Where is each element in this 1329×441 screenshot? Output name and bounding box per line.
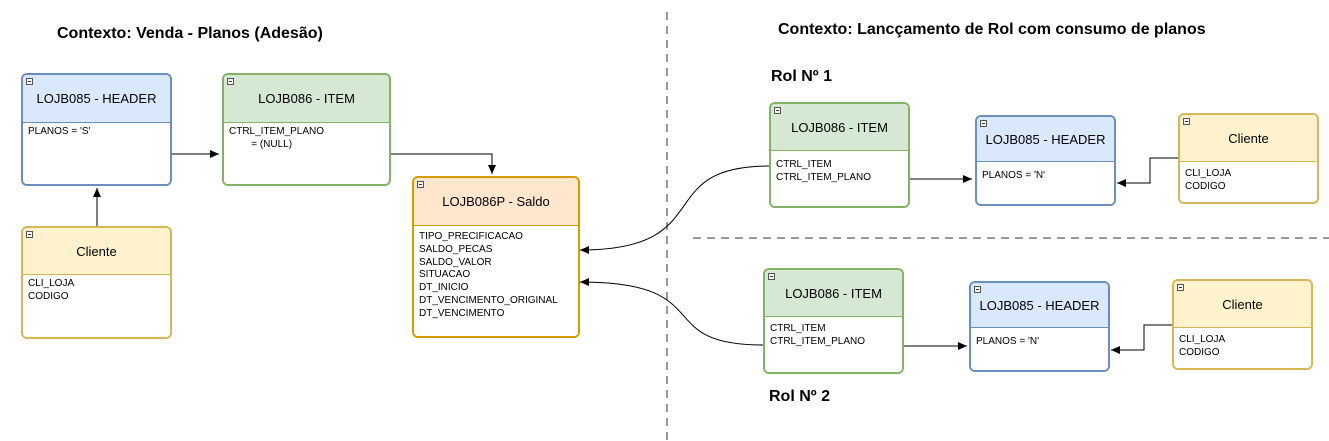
entity-title: LOJB086 - ITEM (791, 119, 888, 135)
entity-title: Cliente (76, 243, 117, 259)
entity-cliente-rol2[interactable]: Cliente CLI_LOJA CODIGO (1172, 279, 1313, 370)
entity-fields: PLANOS = 'N' (977, 162, 1114, 204)
entity-fields: CTRL_ITEM CTRL_ITEM_PLANO (765, 317, 902, 372)
entity-fields: PLANOS = 'S' (23, 123, 170, 184)
collapse-icon[interactable] (774, 107, 781, 114)
entity-header-venda[interactable]: LOJB085 - HEADER PLANOS = 'S' (21, 73, 172, 186)
collapse-icon[interactable] (417, 181, 424, 188)
entity-item-rol2[interactable]: LOJB086 - ITEM CTRL_ITEM CTRL_ITEM_PLANO (763, 268, 904, 374)
entity-fields: CTRL_ITEM_PLANO = (NULL) (224, 123, 389, 184)
entity-title: LOJB086P - Saldo (442, 194, 550, 209)
entity-title: LOJB086 - ITEM (258, 91, 355, 106)
entity-title: Cliente (1228, 130, 1269, 146)
rol2-label: Rol Nº 2 (769, 388, 830, 405)
entity-fields: TIPO_PRECIFICACAO SALDO_PECAS SALDO_VALO… (414, 226, 578, 336)
entity-item-venda[interactable]: LOJB086 - ITEM CTRL_ITEM_PLANO = (NULL) (222, 73, 391, 186)
entity-cliente-rol1[interactable]: Cliente CLI_LOJA CODIGO (1178, 113, 1319, 204)
edge-cliente-rol1-to-header (1117, 157, 1178, 187)
collapse-icon[interactable] (980, 120, 987, 127)
entity-title: LOJB085 - HEADER (985, 131, 1106, 147)
entity-title: LOJB085 - HEADER (36, 91, 157, 106)
entity-item-rol1[interactable]: LOJB086 - ITEM CTRL_ITEM CTRL_ITEM_PLANO (769, 102, 910, 208)
collapse-icon[interactable] (26, 231, 33, 238)
edge-cliente-rol2-to-header (1111, 324, 1172, 354)
entity-header-rol2[interactable]: LOJB085 - HEADER PLANOS = 'N' (969, 281, 1110, 372)
edge-item-to-saldo (391, 153, 496, 174)
collapse-icon[interactable] (1177, 284, 1184, 291)
entity-title: LOJB086 - ITEM (785, 285, 882, 301)
collapse-icon[interactable] (227, 78, 234, 85)
entity-fields: CTRL_ITEM CTRL_ITEM_PLANO (771, 151, 908, 206)
entity-fields: CLI_LOJA CODIGO (1180, 162, 1317, 202)
entity-fields: PLANOS = 'N' (971, 328, 1108, 370)
entity-title: LOJB085 - HEADER (979, 297, 1100, 313)
edge-item-rol1-to-saldo (579, 165, 770, 254)
edge-item-rol2-to-saldo (579, 278, 764, 346)
right-context-title: Contexto: Lancçamento de Rol com consumo… (778, 21, 1206, 38)
entity-fields: CLI_LOJA CODIGO (23, 275, 170, 337)
left-context-title: Contexto: Venda - Planos (Adesão) (57, 25, 323, 42)
entity-header-rol1[interactable]: LOJB085 - HEADER PLANOS = 'N' (975, 115, 1116, 206)
collapse-icon[interactable] (26, 78, 33, 85)
rol1-label: Rol Nº 1 (771, 68, 832, 85)
entity-title: Cliente (1222, 296, 1263, 312)
collapse-icon[interactable] (974, 286, 981, 293)
entity-saldo[interactable]: LOJB086P - Saldo TIPO_PRECIFICACAO SALDO… (412, 176, 580, 338)
entity-cliente-venda[interactable]: Cliente CLI_LOJA CODIGO (21, 226, 172, 339)
entity-fields: CLI_LOJA CODIGO (1174, 328, 1311, 368)
collapse-icon[interactable] (768, 273, 775, 280)
collapse-icon[interactable] (1183, 118, 1190, 125)
